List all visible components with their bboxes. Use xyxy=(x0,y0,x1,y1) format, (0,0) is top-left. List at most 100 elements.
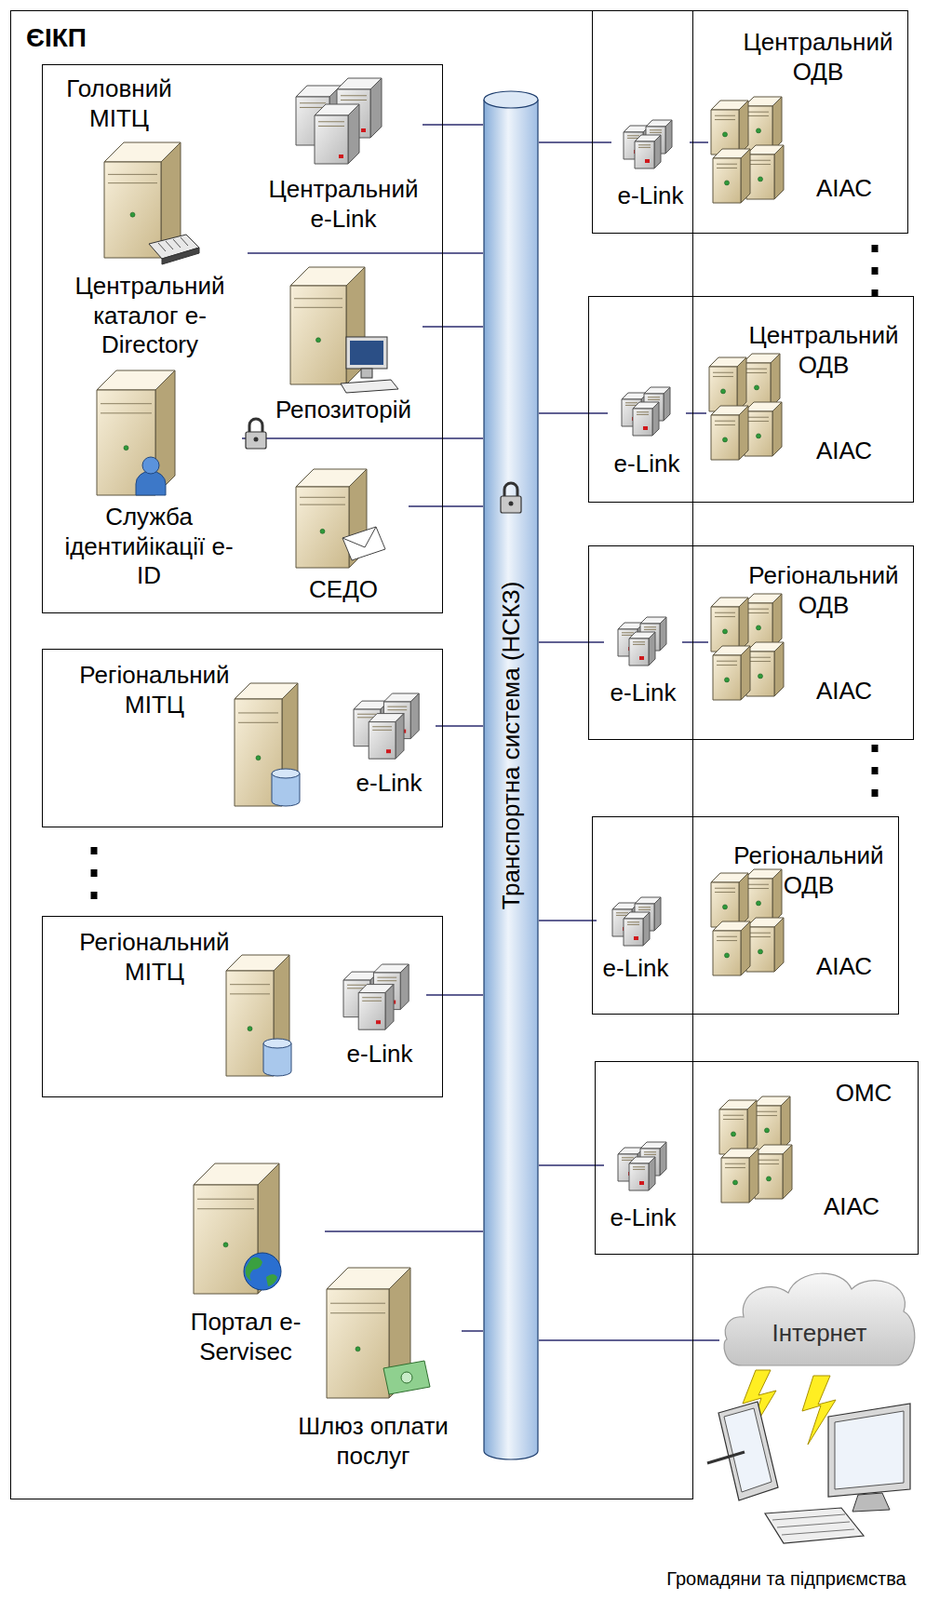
server-slot xyxy=(756,1114,778,1116)
server-side xyxy=(738,405,749,460)
server-slot xyxy=(714,612,736,614)
server-slot xyxy=(746,368,767,370)
ellipsis-dot xyxy=(91,869,98,877)
keyboard xyxy=(340,379,399,393)
server-side xyxy=(654,134,661,169)
server-front xyxy=(634,141,655,169)
server-slot xyxy=(636,414,649,416)
tower-server-icon xyxy=(719,1100,757,1155)
node-label: АІАС xyxy=(816,676,884,707)
server-side xyxy=(774,145,784,200)
server-front xyxy=(314,115,349,164)
tablet xyxy=(718,1401,779,1501)
server-led xyxy=(639,656,645,660)
globe-land xyxy=(245,1257,278,1287)
server-side xyxy=(652,402,659,436)
rack-server-icon xyxy=(623,912,650,946)
server-led xyxy=(758,673,764,679)
server-side xyxy=(738,100,749,155)
server-slot xyxy=(318,120,345,122)
monitor-stand xyxy=(361,368,373,378)
node-label: АІАС xyxy=(816,174,884,204)
tower-server-icon xyxy=(96,370,175,496)
server-front xyxy=(629,638,649,666)
server-led xyxy=(724,180,730,186)
gateway-node: e-Link xyxy=(603,613,683,716)
server-led xyxy=(633,936,639,940)
server-side xyxy=(772,593,782,648)
server-led xyxy=(375,1019,381,1024)
server-led xyxy=(320,528,325,534)
server-slot xyxy=(238,711,279,713)
lock-keyhole xyxy=(509,501,514,507)
server-front xyxy=(721,1157,750,1203)
server-slot xyxy=(644,629,657,631)
tower-server-icon xyxy=(746,642,784,697)
transport-tube: Транспортна система (НСКЗ) xyxy=(483,90,539,1461)
node-label: АІАС xyxy=(816,436,884,467)
tower-server-icon xyxy=(752,1096,791,1151)
modem-line xyxy=(173,239,181,248)
agency-box: Центральний ОДВe-LinkАІАС xyxy=(588,295,914,503)
server-cluster: АІАС xyxy=(715,1091,898,1213)
envelope-icon xyxy=(342,526,386,561)
keyboard-row xyxy=(781,1529,855,1535)
server-side xyxy=(740,148,751,203)
envelope-flap xyxy=(342,526,376,548)
rack-server-icon xyxy=(634,134,661,169)
server-side xyxy=(774,642,784,697)
server-led xyxy=(724,952,730,958)
connector xyxy=(538,1339,720,1342)
server-slot xyxy=(758,1163,779,1165)
server-slot xyxy=(750,657,771,658)
lock-shackle xyxy=(504,483,518,497)
ellipsis-dot xyxy=(91,846,98,855)
server-slot xyxy=(299,496,346,498)
node-label: Транспортна система (НСКЗ) xyxy=(496,419,526,1072)
monitor-screen xyxy=(349,340,384,365)
server-slot xyxy=(372,725,392,727)
server-slot xyxy=(627,134,640,136)
server-slot xyxy=(644,1151,657,1153)
server-slot xyxy=(627,924,640,926)
agency-box: ОМСe-LinkАІАС xyxy=(594,1060,919,1255)
server-slot xyxy=(616,912,629,913)
server-front xyxy=(712,930,741,976)
node-label: Портал e-Servisec xyxy=(166,1307,325,1367)
server-slot xyxy=(340,94,367,96)
center-box: Головний МІТЦЦентральний e-LinkЦентральн… xyxy=(41,64,443,614)
server-front xyxy=(711,882,739,927)
tower-server-icon xyxy=(744,593,782,648)
server-front xyxy=(358,993,386,1031)
server-slot xyxy=(632,644,645,645)
server-slot xyxy=(294,307,343,309)
server-slot xyxy=(638,147,651,148)
connector xyxy=(422,123,484,126)
server-slot xyxy=(714,887,736,889)
users-node: Громадяни та підприємства xyxy=(651,1395,922,1597)
server-led xyxy=(764,1127,770,1133)
server-slot xyxy=(716,660,738,662)
ellipsis-dot xyxy=(872,766,879,775)
server-side xyxy=(747,1100,757,1155)
server-led xyxy=(223,1242,229,1248)
server-slot xyxy=(387,709,407,711)
server-slot xyxy=(229,993,270,994)
server-slot xyxy=(330,1312,386,1314)
server-led xyxy=(247,1026,253,1032)
server-slot xyxy=(638,909,651,911)
server-slot xyxy=(387,706,407,708)
node-label: Регіональний МІТЦ xyxy=(61,660,248,720)
server-slot xyxy=(748,115,769,117)
server-slot xyxy=(636,411,649,413)
server-side xyxy=(348,104,360,164)
server-cluster: АІАС xyxy=(708,93,886,215)
user-head xyxy=(142,456,160,474)
server-slot xyxy=(750,660,771,662)
server-slot xyxy=(340,99,367,101)
server-side xyxy=(772,96,782,151)
tower-server-icon xyxy=(712,645,751,700)
server-node: Центральний e-Link xyxy=(264,78,423,246)
globe xyxy=(243,1252,282,1290)
gateway-node: e-Link xyxy=(611,116,690,219)
